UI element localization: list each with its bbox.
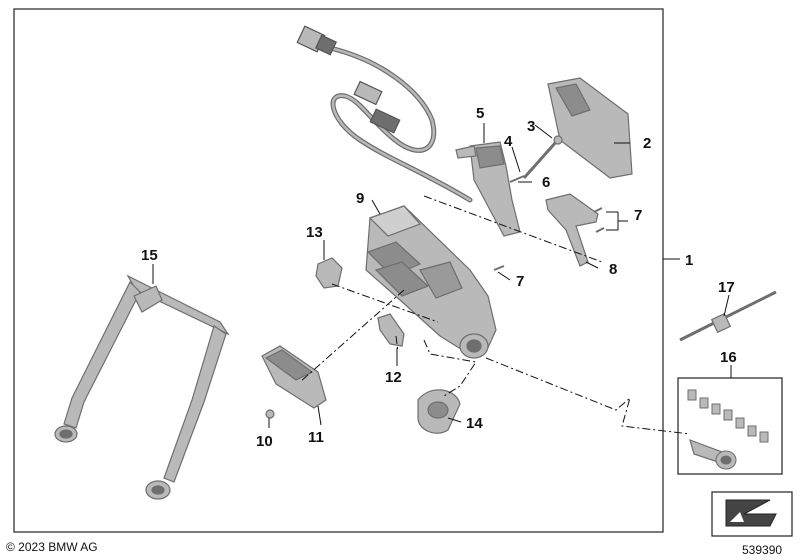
main-frame bbox=[13, 8, 664, 533]
callout-1: 1 bbox=[685, 252, 693, 269]
part-12-small-bracket[interactable] bbox=[377, 313, 405, 347]
part-9-control-unit[interactable] bbox=[365, 205, 497, 359]
copyright-text: © 2023 BMW AG bbox=[6, 540, 98, 554]
callout-7-lower: 7 bbox=[516, 273, 524, 290]
callout-11: 11 bbox=[308, 429, 324, 446]
callout-5: 5 bbox=[476, 105, 484, 122]
part-2-holder-plate[interactable] bbox=[547, 77, 633, 179]
diagram-number: 539390 bbox=[742, 543, 783, 557]
callout-12: 12 bbox=[385, 369, 402, 386]
part-5-cradle[interactable] bbox=[455, 141, 521, 237]
part-16-lock-set[interactable] bbox=[687, 389, 769, 470]
callout-14: 14 bbox=[466, 415, 483, 432]
part-8-clamp-bracket[interactable] bbox=[545, 193, 599, 267]
callout-4: 4 bbox=[504, 133, 513, 150]
cable-connector bbox=[296, 25, 401, 134]
callout-3: 3 bbox=[527, 118, 535, 135]
part-7-screw[interactable] bbox=[493, 207, 605, 271]
part-16-frame bbox=[677, 377, 783, 475]
callout-10: 10 bbox=[256, 433, 273, 450]
callout-17: 17 bbox=[718, 279, 735, 296]
part-11-cover-plate[interactable] bbox=[261, 345, 327, 409]
part-3-screw[interactable] bbox=[522, 135, 563, 179]
callout-6: 6 bbox=[542, 174, 550, 191]
callout-7-upper: 7 bbox=[634, 207, 642, 224]
part-17-cable-tie[interactable] bbox=[679, 290, 777, 342]
callout-16: 16 bbox=[720, 349, 737, 366]
cable-harness bbox=[327, 45, 473, 203]
callout-15: 15 bbox=[141, 247, 158, 264]
part-10-nut[interactable] bbox=[265, 409, 275, 419]
orientation-arrow-icon bbox=[711, 491, 793, 537]
part-14-end-cap[interactable] bbox=[417, 389, 461, 434]
assembly-lines bbox=[299, 195, 691, 435]
callout-9: 9 bbox=[356, 190, 364, 207]
part-13-clip[interactable] bbox=[315, 257, 343, 289]
part-15-mounting-bracket[interactable] bbox=[54, 274, 230, 500]
callout-8: 8 bbox=[609, 261, 617, 278]
leader-lines bbox=[152, 123, 732, 428]
callout-2: 2 bbox=[643, 135, 651, 152]
callout-13: 13 bbox=[306, 224, 323, 241]
part-6-screw[interactable] bbox=[509, 175, 525, 183]
